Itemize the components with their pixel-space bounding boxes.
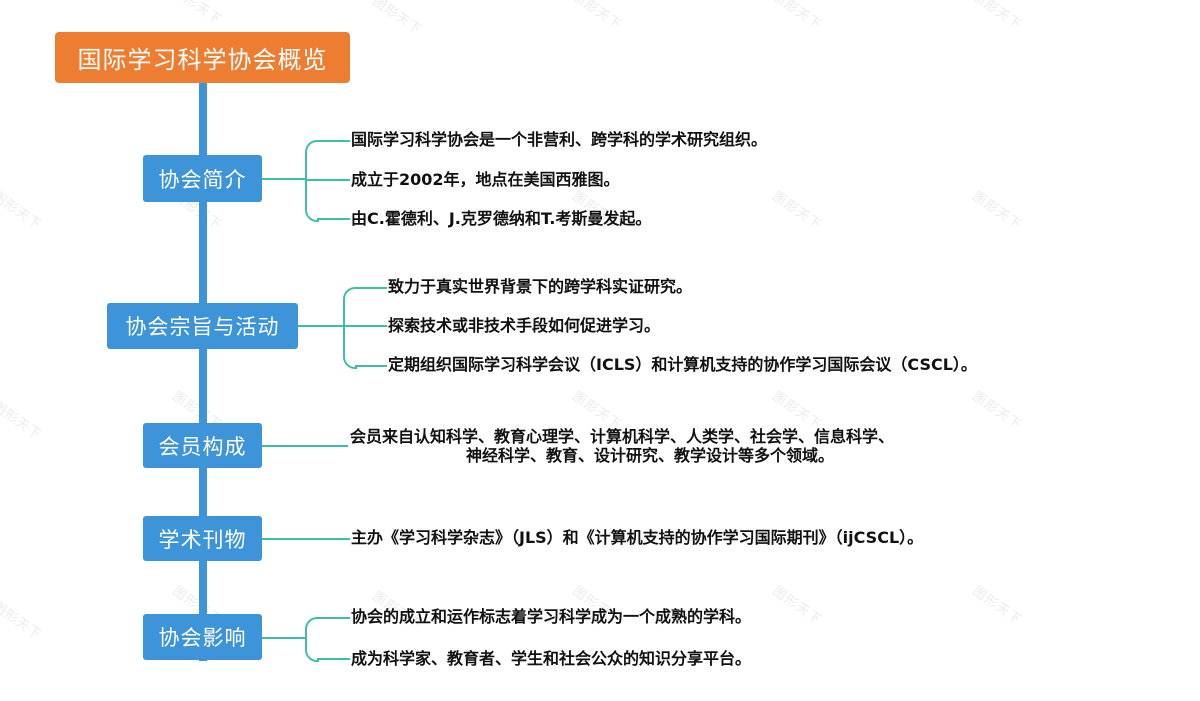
topic-node-intro[interactable]: 协会简介	[143, 155, 262, 202]
branch-bracket	[305, 617, 319, 662]
watermark: 图形天下	[969, 583, 1025, 629]
root-label: 国际学习科学协会概览	[77, 46, 328, 74]
connector-line	[298, 325, 345, 327]
leaf-line: 会员来自认知科学、教育心理学、计算机科学、人类学、社会学、信息科学、	[350, 427, 895, 446]
branch-bracket	[343, 287, 357, 369]
watermark: 图形天下	[969, 188, 1025, 234]
watermark: 图形天下	[369, 0, 425, 39]
topic-node-members[interactable]: 会员构成	[143, 423, 262, 468]
watermark: 图形天下	[0, 598, 45, 644]
leaf-item: 探索技术或非技术手段如何促进学习。	[388, 316, 661, 335]
leaf-item: 成立于2002年，地点在美国西雅图。	[351, 170, 620, 189]
branch-bracket	[305, 140, 319, 222]
topic-label: 会员构成	[158, 434, 247, 459]
leaf-item: 成为科学家、教育者、学生和社会公众的知识分享平台。	[351, 649, 752, 668]
leaf-item: 协会的成立和运作标志着学习科学成为一个成熟的学科。	[351, 607, 752, 626]
connector-line	[305, 179, 350, 181]
watermark: 图形天下	[769, 583, 825, 629]
connector-line	[317, 617, 350, 619]
leaf-item-multiline: 会员来自认知科学、教育心理学、计算机科学、人类学、社会学、信息科学、 神经科学、…	[350, 427, 1060, 465]
topic-node-publications[interactable]: 学术刊物	[143, 516, 262, 561]
connector-line	[262, 178, 307, 180]
connector-line	[262, 445, 348, 447]
leaf-item: 由C.霍德利、J.克罗德纳和T.考斯曼发起。	[351, 209, 652, 228]
watermark: 图形天下	[0, 188, 45, 234]
topic-label: 学术刊物	[158, 527, 247, 552]
watermark: 图形天下	[0, 398, 45, 444]
leaf-item: 致力于真实世界背景下的跨学科实证研究。	[388, 277, 693, 296]
leaf-item: 主办《学习科学杂志》（JLS）和《计算机支持的协作学习国际期刊》（ijCSCL）…	[351, 528, 924, 547]
connector-line	[262, 637, 307, 639]
connector-line	[317, 140, 350, 142]
watermark: 图形天下	[169, 0, 225, 29]
topic-label: 协会宗旨与活动	[125, 315, 280, 339]
connector-line	[355, 287, 387, 289]
main-spine-connector	[199, 83, 207, 661]
connector-line	[317, 658, 350, 660]
topic-label: 协会影响	[158, 626, 247, 650]
watermark: 图形天下	[569, 0, 625, 34]
connector-line	[355, 365, 387, 367]
connector-line	[317, 218, 350, 220]
topic-node-impact[interactable]: 协会影响	[143, 614, 262, 660]
watermark: 图形天下	[769, 188, 825, 234]
leaf-item: 定期组织国际学习科学会议（ICLS）和计算机支持的协作学习国际会议（CSCL）。	[388, 355, 977, 374]
topic-node-mission[interactable]: 协会宗旨与活动	[107, 303, 298, 349]
leaf-line: 神经科学、教育、设计研究、教学设计等多个领域。	[465, 446, 834, 465]
topic-label: 协会简介	[158, 167, 247, 192]
watermark: 图形天下	[969, 0, 1025, 34]
connector-line	[262, 538, 350, 540]
watermark: 图形天下	[769, 0, 825, 34]
connector-line	[343, 325, 387, 327]
leaf-item: 国际学习科学协会是一个非营利、跨学科的学术研究组织。	[351, 130, 768, 149]
root-node[interactable]: 国际学习科学协会概览	[55, 32, 350, 83]
